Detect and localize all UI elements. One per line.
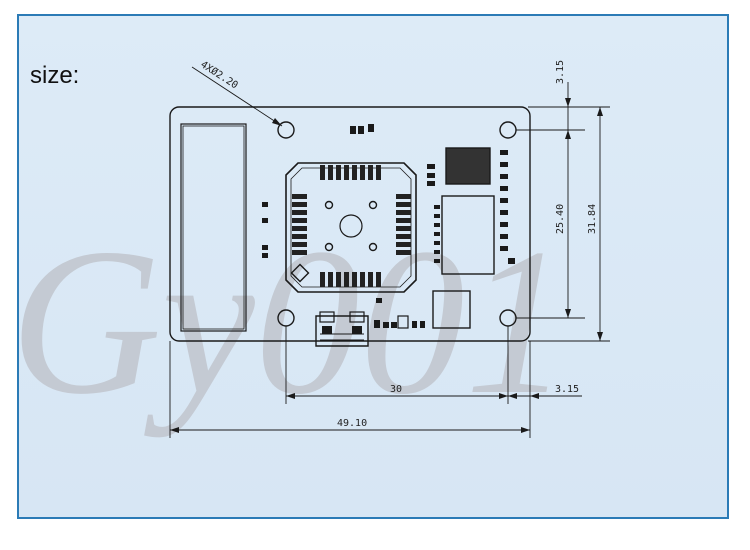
ic-right-large <box>441 195 495 275</box>
hole-spacing-horizontal-label: 30 <box>390 384 402 395</box>
chip-via <box>368 200 378 210</box>
size-title: size: <box>30 62 80 89</box>
connector-block-inner <box>182 125 245 330</box>
board-outline <box>169 106 531 342</box>
chip-via <box>324 242 334 252</box>
hole-offset-top-label: 3.15 <box>555 60 566 84</box>
board-height-label: 31.84 <box>587 204 598 234</box>
usb-connector <box>315 315 369 347</box>
smd-components <box>262 124 515 334</box>
mount-hole-top-right <box>499 121 517 139</box>
hole-spacing-vertical-label: 25.40 <box>555 204 566 234</box>
board-width-label: 49.10 <box>337 418 367 429</box>
chip-orientation-mark <box>290 263 310 283</box>
ic-right-small <box>445 147 491 185</box>
main-chip-outline <box>285 162 417 293</box>
chip-pins <box>292 165 411 287</box>
main-chip-inner <box>290 167 412 288</box>
dimension-lines <box>169 66 610 438</box>
chip-via <box>324 200 334 210</box>
chip-via <box>368 242 378 252</box>
connector-block <box>180 123 247 332</box>
ic-square-bottom <box>432 290 471 329</box>
dimension-arrows <box>170 98 603 433</box>
chip-center-pad <box>339 214 363 238</box>
figure-frame <box>17 14 729 519</box>
watermark-text: Gy001 <box>10 206 570 438</box>
hole-offset-right-label: 3.15 <box>555 384 579 395</box>
mount-hole-top-left <box>277 121 295 139</box>
